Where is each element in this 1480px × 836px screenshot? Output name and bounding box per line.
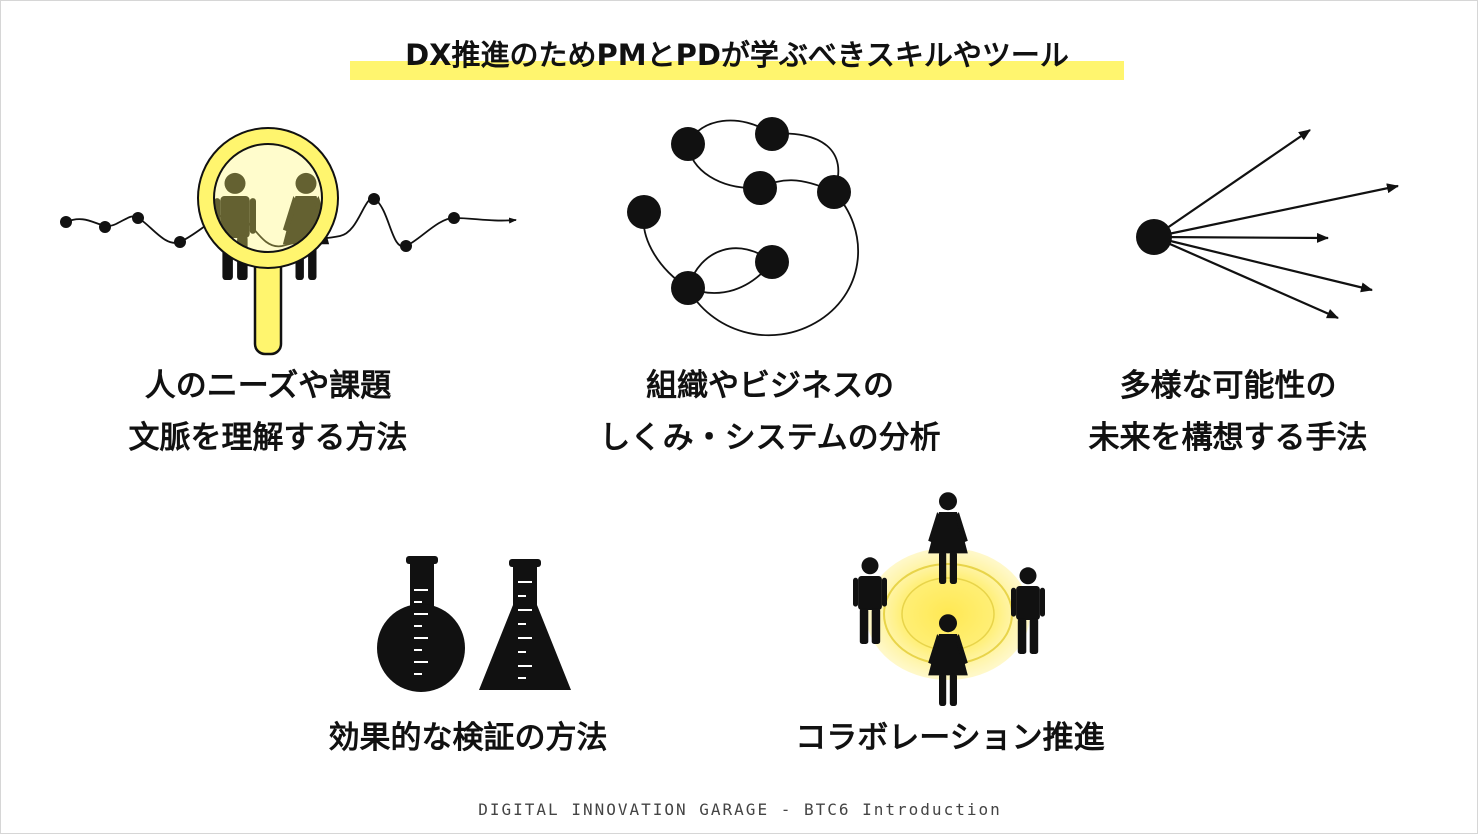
skill-label-line: しくみ・システムの分析 (599, 420, 941, 456)
diverging-arrows-icon (1153, 129, 1399, 320)
skill-label-futures: 多様な可能性の 未来を構想する手法 (1050, 360, 1406, 464)
skill-label-user-context: 人のニーズや課題 文脈を理解する方法 (90, 360, 446, 464)
skill-label-line: 未来を構想する手法 (1088, 420, 1368, 456)
footer-text: DIGITAL INNOVATION GARAGE - BTC6 Introdu… (478, 800, 1002, 819)
flask-measure-marks (414, 581, 532, 679)
skill-label-validation: 効果的な検証の方法 (290, 712, 646, 764)
skill-label-line: 人のニーズや課題 (144, 368, 392, 404)
flask-icon (377, 556, 571, 692)
slide-title: DX推進のためPMとPDが学ぶべきスキルやツール (405, 38, 1069, 72)
network-nodes (627, 117, 851, 305)
skill-label-systems: 組織やビジネスの しくみ・システムの分析 (560, 360, 980, 464)
skill-label-line: 文脈を理解する方法 (128, 420, 408, 456)
skill-label-line: 効果的な検証の方法 (328, 720, 608, 756)
magnifier-people-icon (60, 127, 517, 356)
skill-label-line: コラボレーション推進 (795, 720, 1105, 756)
title-highlight (350, 61, 1124, 80)
origin-dot (1136, 219, 1172, 255)
skill-label-line: 組織やビジネスの (646, 368, 894, 404)
skill-label-line: 多様な可能性の (1119, 368, 1337, 404)
collaboration-icon (853, 492, 1045, 706)
skill-label-collaboration: コラボレーション推進 (760, 712, 1140, 764)
